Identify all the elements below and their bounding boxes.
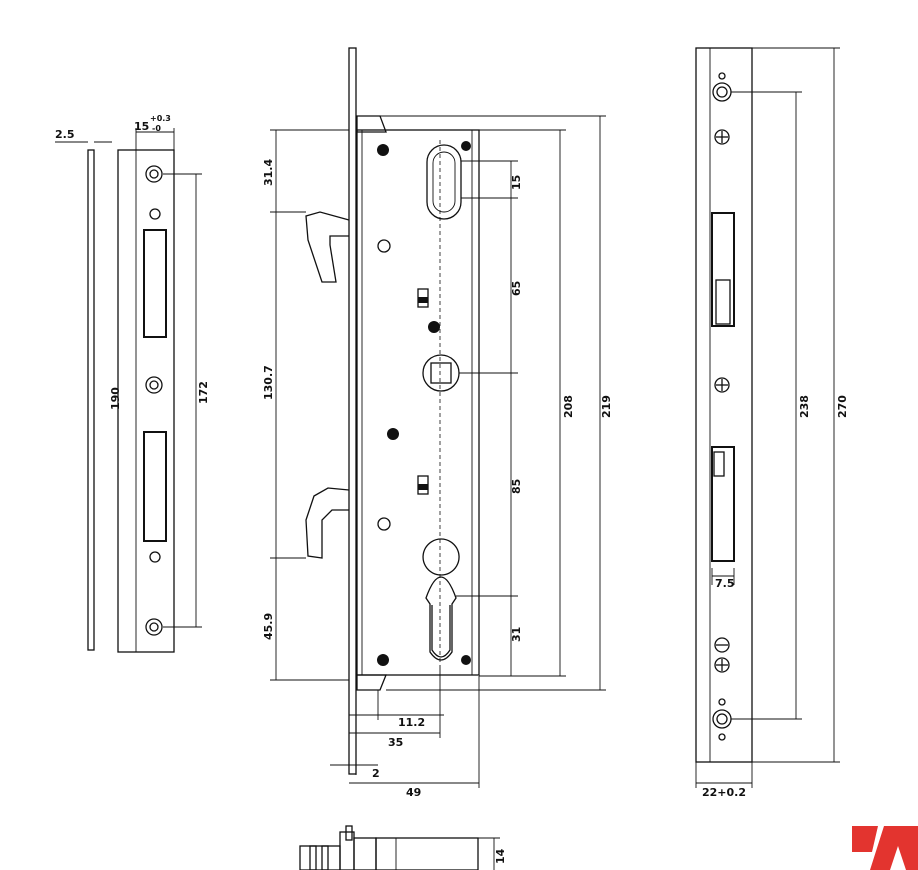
strike-hole-bottom — [145, 618, 163, 636]
dim-strike-hole-spacing: 172 — [197, 381, 210, 404]
dim-spindle-to-cylinder: 85 — [510, 479, 523, 494]
dim-side-thickness: 14 — [494, 848, 507, 864]
dim-case-depth: 49 — [406, 786, 421, 799]
dim-case-height: 208 — [562, 395, 575, 418]
case-hole-lower — [377, 517, 391, 531]
dim-strike-width-tol-upper: +0.3 — [150, 114, 171, 123]
brand-logo-icon — [852, 826, 918, 870]
hook-upper — [305, 211, 350, 283]
case-screw-top-left — [377, 144, 389, 156]
faceplate-outline — [695, 47, 753, 763]
strike-hole-top — [145, 165, 163, 183]
strike-opening-lower — [143, 431, 167, 542]
dim-hook-depth: 11.2 — [398, 716, 425, 729]
strike-hole-small-bottom — [149, 551, 161, 563]
dim-faceplate-hole-spacing: 238 — [798, 395, 811, 418]
faceplate-hole-top — [712, 82, 732, 102]
spindle-hole — [422, 354, 460, 392]
faceplate-view: 7.5 22+0.2 238 270 — [695, 47, 849, 799]
faceplate-screw-top — [714, 129, 730, 145]
case-hole-upper — [377, 239, 391, 253]
faceplate-screw-lower-1 — [714, 637, 730, 653]
faceplate-screw-lower-2 — [714, 657, 730, 673]
dim-strike-width-tol-lower: -0 — [152, 124, 161, 133]
dim-faceplate-length: 270 — [836, 395, 849, 418]
dim-cylinder-offset: 31 — [510, 627, 523, 642]
hook-lower — [305, 487, 350, 559]
strike-opening-upper — [143, 229, 167, 338]
dim-body-height: 219 — [600, 395, 613, 418]
dim-faceplate-bolt-width: 7.5 — [715, 577, 735, 590]
dim-hook-bottom-offset: 45.9 — [262, 613, 275, 640]
dim-slot-to-spindle: 65 — [510, 281, 523, 296]
lock-body-view: 31.4 130.7 45.9 15 65 85 31 208 219 11.2… — [262, 47, 613, 799]
faceplate-bolt-upper — [711, 212, 735, 327]
dim-faceplate-width: 22+0.2 — [702, 786, 746, 799]
dim-strike-width: 15 — [134, 120, 149, 133]
case-screw-bottom-left — [377, 654, 389, 666]
strike-plate-view: 2.5 15 +0.3 -0 190 172 — [55, 114, 210, 653]
lock-faceplate-edge — [348, 47, 357, 775]
dim-strike-thickness: 2.5 — [55, 128, 75, 141]
strike-plate-side-profile — [87, 149, 95, 651]
faceplate-screw-middle — [714, 377, 730, 393]
top-slot — [426, 144, 462, 220]
spindle-square — [430, 362, 452, 384]
case-screw-lower — [387, 428, 399, 440]
dim-backset: 35 — [388, 736, 403, 749]
strike-hole-middle — [145, 376, 163, 394]
strike-hole-small-top — [149, 208, 161, 220]
dim-faceplate-offset: 2 — [372, 767, 380, 780]
faceplate-bolt-lower — [711, 446, 735, 562]
lock-top-view: 14 — [299, 825, 507, 870]
case-screw-middle — [428, 321, 440, 333]
faceplate-hole-bottom — [712, 709, 732, 729]
lock-case-outline — [356, 129, 480, 676]
dim-hook-spacing: 130.7 — [262, 365, 275, 400]
strike-plate-outline — [117, 149, 175, 653]
cylinder-cutout — [422, 538, 460, 658]
dim-hook-top-offset: 31.4 — [262, 159, 275, 186]
case-screw-bottom-right — [461, 655, 471, 665]
dim-slot-height: 15 — [510, 175, 523, 190]
dim-strike-length: 190 — [109, 387, 122, 410]
case-screw-top-right — [461, 141, 471, 151]
